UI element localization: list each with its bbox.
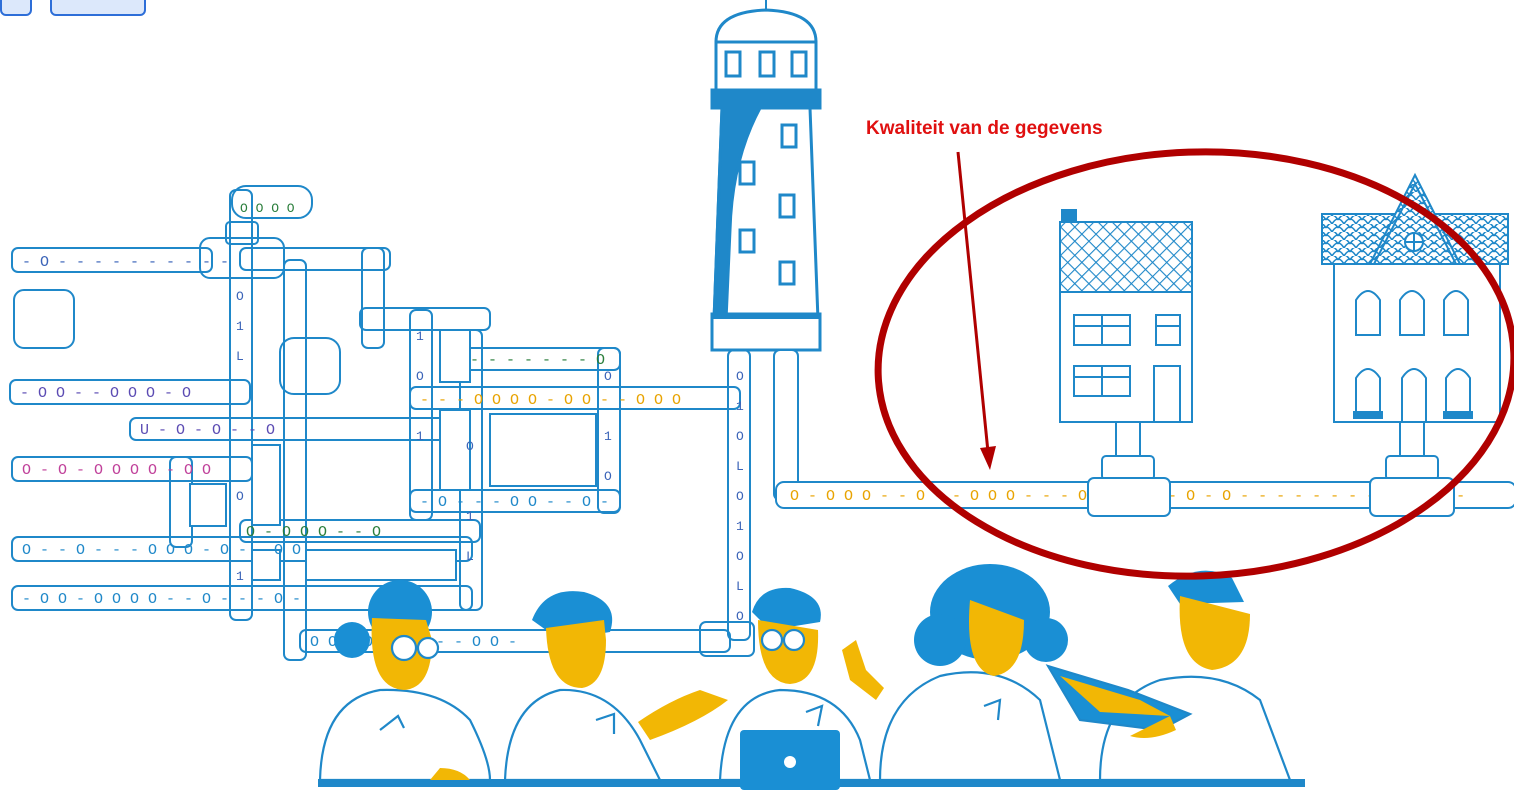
svg-text:O: O <box>736 489 744 504</box>
svg-text:L: L <box>466 549 474 564</box>
svg-text:- O O - - O O O - O: - O O - - O O O - O <box>20 385 191 402</box>
svg-text:- - - O O O O - O O - - O O O: - - - O O O O - O O - - O O O <box>420 392 681 409</box>
svg-text:- - - - - - - O: - - - - - - - O <box>470 352 605 369</box>
svg-text:1: 1 <box>416 329 424 344</box>
people <box>318 564 1305 790</box>
svg-text:- O - - - - - - - - - -: - O - - - - - - - - - - <box>22 254 229 271</box>
svg-text:O - - O - - - O O O - O - - O: O - - O - - - O O O - O - - O O <box>22 542 301 559</box>
person-4 <box>842 564 1068 782</box>
svg-text:1: 1 <box>736 519 744 534</box>
pipe-data-glyphs: - O - - - - - - - - - - - O O - - O O O … <box>20 254 681 651</box>
svg-text:1: 1 <box>466 509 474 524</box>
pipe-vertical-glyphs: O1O LO1 OLO O1L O1 1O1 O1L O1O O O O O <box>236 201 744 624</box>
svg-text:1: 1 <box>236 319 244 334</box>
corner-button-left[interactable] <box>0 0 32 16</box>
svg-text:O: O <box>736 369 744 384</box>
svg-text:O: O <box>236 489 244 504</box>
svg-text:1: 1 <box>604 429 612 444</box>
svg-text:O: O <box>416 369 424 384</box>
person-1 <box>318 580 492 782</box>
svg-text:L: L <box>736 579 744 594</box>
svg-text:O - O O O - - O: O - O O O - - O <box>246 524 381 541</box>
pipe-network <box>9 185 755 661</box>
svg-text:L: L <box>736 459 744 474</box>
svg-text:U - O - O - - O: U - O - O - - O <box>140 422 275 439</box>
svg-text:L: L <box>236 349 244 364</box>
svg-text:O: O <box>736 609 744 624</box>
svg-text:O: O <box>604 369 612 384</box>
svg-text:1: 1 <box>416 429 424 444</box>
svg-text:O: O <box>736 549 744 564</box>
svg-text:O: O <box>466 439 474 454</box>
svg-text:O - O - O O O O - O O: O - O - O O O O - O O <box>22 462 211 479</box>
svg-text:O O O O: O O O O <box>240 201 295 216</box>
svg-text:O: O <box>236 289 244 304</box>
svg-text:1: 1 <box>736 399 744 414</box>
svg-text:1: 1 <box>236 569 244 584</box>
person-2 <box>503 591 728 782</box>
svg-text:O: O <box>736 429 744 444</box>
annotation-arrow <box>956 151 996 470</box>
person-3 <box>718 587 872 790</box>
villa <box>1321 172 1509 517</box>
svg-text:- O O - O O O O - - O - - - O: - O O - O O O O - - O - - - O - <box>22 591 301 608</box>
svg-text:O: O <box>604 469 612 484</box>
svg-text:- O - - - O O - - O -: - O - - - O O - - O - <box>420 494 609 511</box>
house <box>1059 209 1193 517</box>
person-5 <box>1045 570 1292 782</box>
corner-button-right[interactable] <box>50 0 146 16</box>
annotation-label: Kwaliteit van de gegevens <box>866 118 1103 139</box>
